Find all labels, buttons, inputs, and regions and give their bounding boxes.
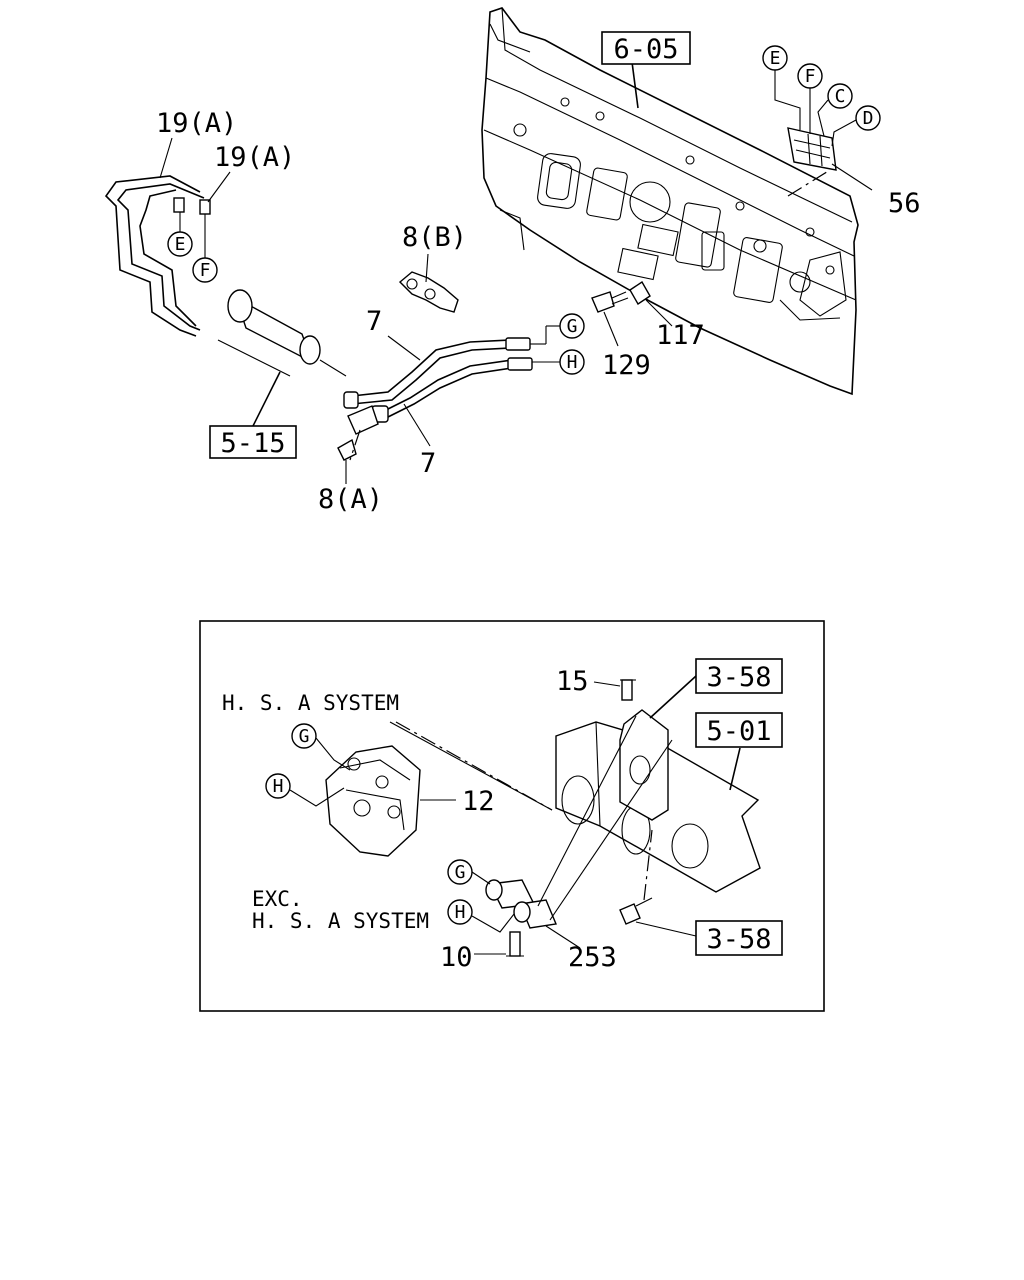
svg-text:H: H xyxy=(455,902,466,923)
ref-label-5-15: 5-15 xyxy=(220,428,285,459)
svg-text:F: F xyxy=(200,260,211,281)
marker-D xyxy=(855,105,881,131)
marker-H-top xyxy=(559,349,585,375)
fitting-253 xyxy=(485,879,557,929)
bolt-129 xyxy=(591,291,629,313)
ref-label-3-58-top: 3-58 xyxy=(706,662,771,693)
svg-text:G: G xyxy=(455,862,466,883)
ref-label-3-58-bottom: 3-58 xyxy=(706,924,771,955)
part-12: 12 xyxy=(462,786,495,817)
exc-label-line2: H. S. A SYSTEM xyxy=(252,909,429,933)
part-8a: 8(A) xyxy=(318,484,383,515)
svg-text:E: E xyxy=(770,48,781,69)
marker-G-top xyxy=(559,313,585,339)
marker-H-exc xyxy=(447,899,473,925)
ref-box-3-58-top xyxy=(695,658,783,694)
cab-back-panel xyxy=(481,7,859,396)
part-56: 56 xyxy=(888,188,921,219)
cylinder-5-15 xyxy=(217,289,347,377)
ref-label-5-01: 5-01 xyxy=(706,716,771,747)
svg-text:H: H xyxy=(273,776,284,797)
svg-text:H: H xyxy=(567,352,578,373)
exc-label-line1: EXC. xyxy=(252,887,303,911)
svg-text:G: G xyxy=(299,726,310,747)
part-10: 10 xyxy=(440,942,473,973)
bolt-10 xyxy=(506,931,524,957)
svg-text:F: F xyxy=(805,66,816,87)
pipe-19a xyxy=(104,175,211,337)
part-19a-2: 19(A) xyxy=(214,142,295,173)
marker-E-left xyxy=(167,231,193,257)
svg-text:C: C xyxy=(835,86,846,107)
clip-8a xyxy=(337,405,379,461)
ref-box-5-15 xyxy=(209,425,297,459)
marker-F-left xyxy=(192,257,218,283)
pipes-7 xyxy=(343,337,533,423)
bolt-15 xyxy=(620,679,636,701)
ref-box-5-01 xyxy=(695,712,783,748)
part-8b: 8(B) xyxy=(402,222,467,253)
marker-H-hsa xyxy=(265,773,291,799)
part-19a-1: 19(A) xyxy=(156,108,237,139)
bolt-3-58 xyxy=(619,897,653,925)
marker-C xyxy=(827,83,853,109)
clip-8b xyxy=(398,271,459,313)
svg-text:E: E xyxy=(175,234,186,255)
part-15: 15 xyxy=(556,666,589,697)
frame-5-01 xyxy=(555,709,761,893)
part-7-bottom: 7 xyxy=(420,448,436,479)
marker-G-hsa xyxy=(291,723,317,749)
svg-text:D: D xyxy=(863,108,874,129)
connector-bracket xyxy=(787,127,837,171)
ref-box-3-58-bottom xyxy=(695,920,783,956)
ref-box-6-05 xyxy=(601,31,691,65)
part-7-top: 7 xyxy=(366,306,382,337)
valve-12 xyxy=(325,745,421,857)
hsa-system-label: H. S. A SYSTEM xyxy=(222,691,399,715)
part-117: 117 xyxy=(656,320,705,351)
ref-label-6-05: 6-05 xyxy=(613,34,678,65)
pad-117 xyxy=(629,281,651,305)
inset-frame xyxy=(199,620,825,1012)
part-253: 253 xyxy=(568,942,617,973)
part-129: 129 xyxy=(602,350,651,381)
svg-text:G: G xyxy=(567,316,578,337)
